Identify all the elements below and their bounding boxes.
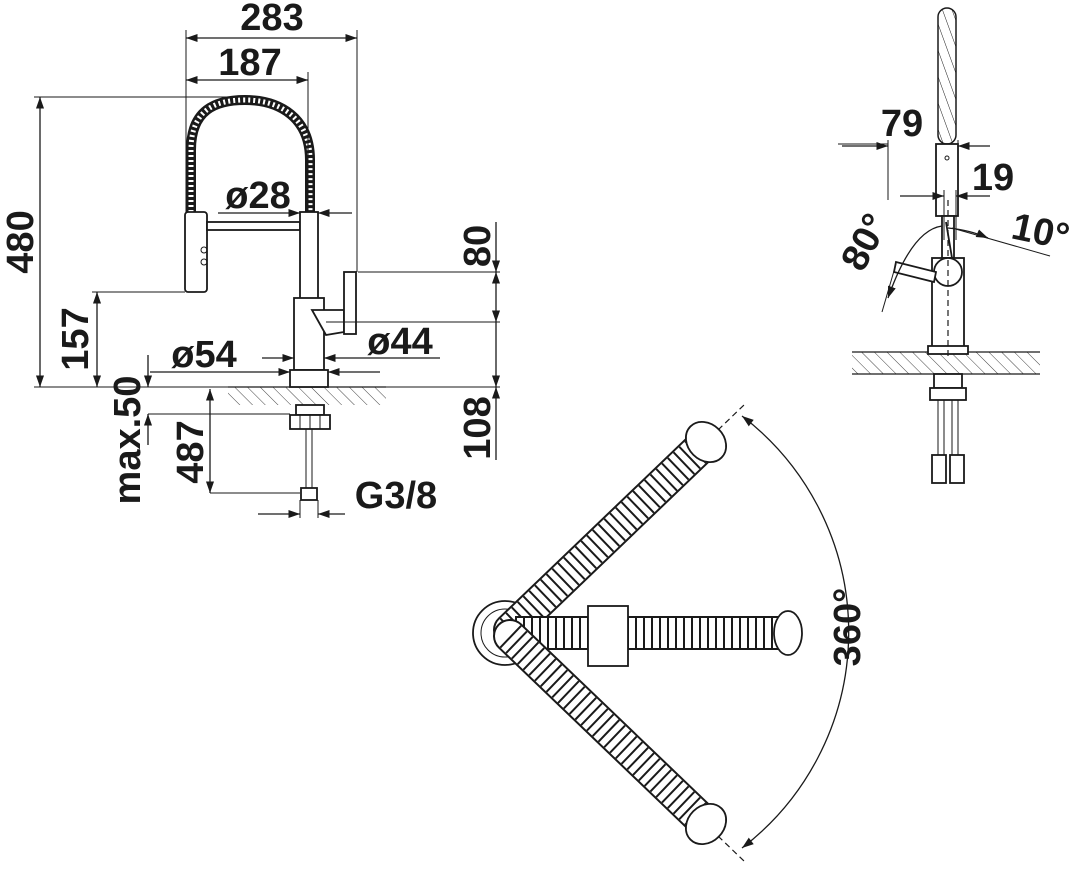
label-rotation: 360° — [827, 588, 869, 667]
hose-position-center — [515, 605, 803, 667]
label-lever-front-angle: 80° — [833, 207, 897, 277]
label-base-diameter: ø54 — [171, 334, 236, 376]
label-body-diameter: ø44 — [367, 321, 432, 363]
top-view: 360° — [472, 403, 869, 863]
label-depth: 79 — [881, 103, 923, 145]
label-below-deck: 108 — [457, 396, 499, 459]
side-hose-coil — [937, 7, 957, 145]
label-spray-height: 157 — [55, 307, 97, 370]
faucet-column — [299, 211, 319, 301]
label-hose-length: 487 — [170, 420, 212, 483]
side-countertop-hatch — [852, 352, 1040, 374]
side-view: 79 19 10° 80° — [833, 7, 1073, 484]
side-lever — [892, 260, 938, 284]
label-max-thickness: max.50 — [107, 376, 149, 505]
label-lever-offset: 19 — [972, 157, 1014, 199]
label-spout-reach: 187 — [218, 42, 281, 84]
label-height: 480 — [0, 210, 42, 273]
arc-360deg — [741, 415, 850, 849]
front-view: 283 187 480 157 ø28 80 ø54 ø44 max.50 48… — [0, 0, 501, 519]
arc-80deg — [887, 225, 943, 299]
hose-position-down — [493, 619, 727, 845]
countertop-hatch — [228, 387, 386, 405]
label-total-reach: 283 — [240, 0, 303, 39]
label-lever-height: 80 — [457, 225, 499, 267]
faucet-body — [293, 297, 325, 371]
label-hose-diameter: ø28 — [225, 175, 290, 217]
label-connection: G3/8 — [355, 475, 437, 517]
label-lever-back-angle: 10° — [1008, 206, 1073, 259]
spray-head — [184, 211, 208, 293]
hose-position-up — [493, 421, 727, 647]
arc-10deg — [947, 227, 989, 239]
